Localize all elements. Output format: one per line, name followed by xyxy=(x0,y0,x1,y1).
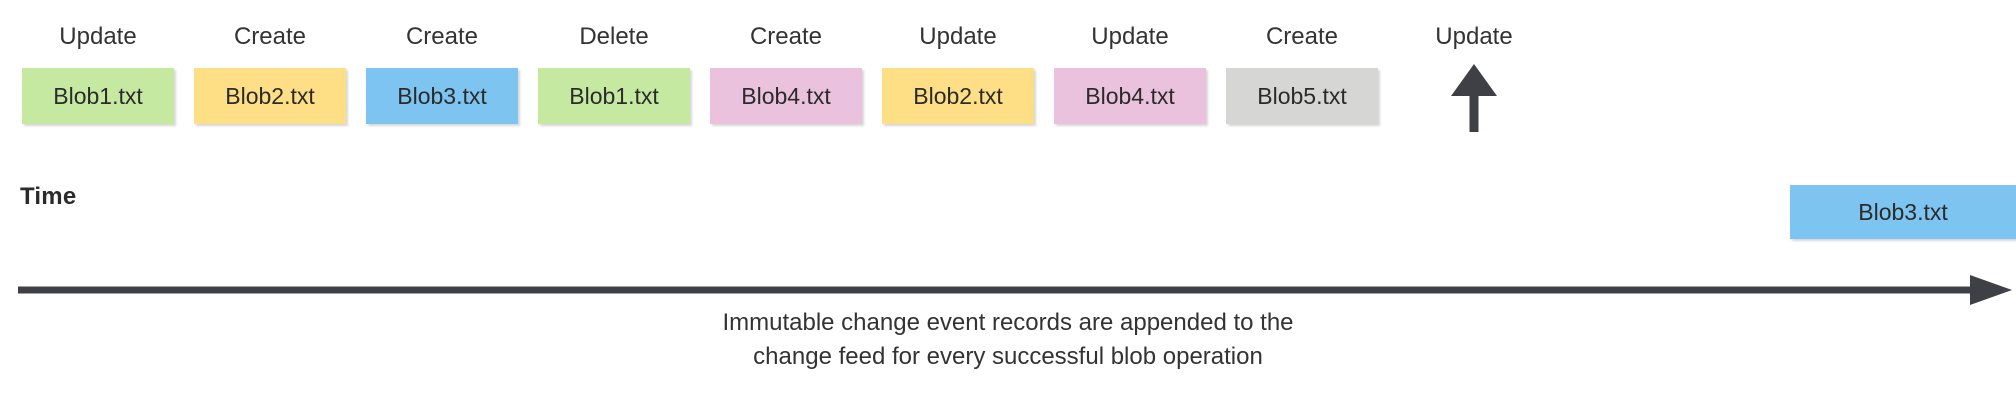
blob-box[interactable]: Blob4.txt xyxy=(1054,68,1206,124)
diagram-caption: Immutable change event records are appen… xyxy=(0,306,2016,374)
time-axis-label: Time xyxy=(20,183,77,210)
blob-box[interactable]: Blob3.txt xyxy=(366,68,518,124)
operation-label: Update xyxy=(1091,23,1169,50)
operation-label: Create xyxy=(1265,23,1339,50)
operation-label: Create xyxy=(233,23,307,50)
blob-name-label: Blob1.txt xyxy=(569,82,659,109)
detached-blob-box-blob3[interactable]: Blob3.txt xyxy=(1790,185,2016,239)
operation-label: Create xyxy=(749,23,823,50)
blob-name-label: Blob5.txt xyxy=(1257,82,1347,109)
blob-name-label: Blob2.txt xyxy=(225,82,315,109)
blob-box[interactable]: Blob4.txt xyxy=(710,68,862,124)
append-up-arrow xyxy=(1398,64,1550,132)
blob-name-label: Blob3.txt xyxy=(397,82,487,109)
operation-label: Create xyxy=(405,23,479,50)
detached-blob-label: Blob3.txt xyxy=(1858,198,1948,225)
operation-label: Update xyxy=(1435,23,1513,50)
blob-name-label: Blob4.txt xyxy=(741,82,831,109)
blob-box[interactable]: Blob1.txt xyxy=(22,68,174,124)
time-axis-arrow-icon xyxy=(18,275,2012,305)
blob-box[interactable]: Blob2.txt xyxy=(194,68,346,124)
operation-label: Update xyxy=(59,23,137,50)
up-arrow-icon xyxy=(1451,64,1497,132)
operation-label: Delete xyxy=(579,23,649,50)
caption-line-1: Immutable change event records are appen… xyxy=(722,309,1294,336)
operation-label: Update xyxy=(919,23,997,50)
caption-line-2: change feed for every successful blob op… xyxy=(753,343,1263,370)
blob-name-label: Blob4.txt xyxy=(1085,82,1175,109)
blob-box[interactable]: Blob2.txt xyxy=(882,68,1034,124)
time-axis-arrow xyxy=(18,272,2012,308)
blob-box[interactable]: Blob5.txt xyxy=(1226,68,1378,124)
blob-box[interactable]: Blob1.txt xyxy=(538,68,690,124)
blob-name-label: Blob2.txt xyxy=(913,82,1003,109)
blob-name-label: Blob1.txt xyxy=(53,82,143,109)
